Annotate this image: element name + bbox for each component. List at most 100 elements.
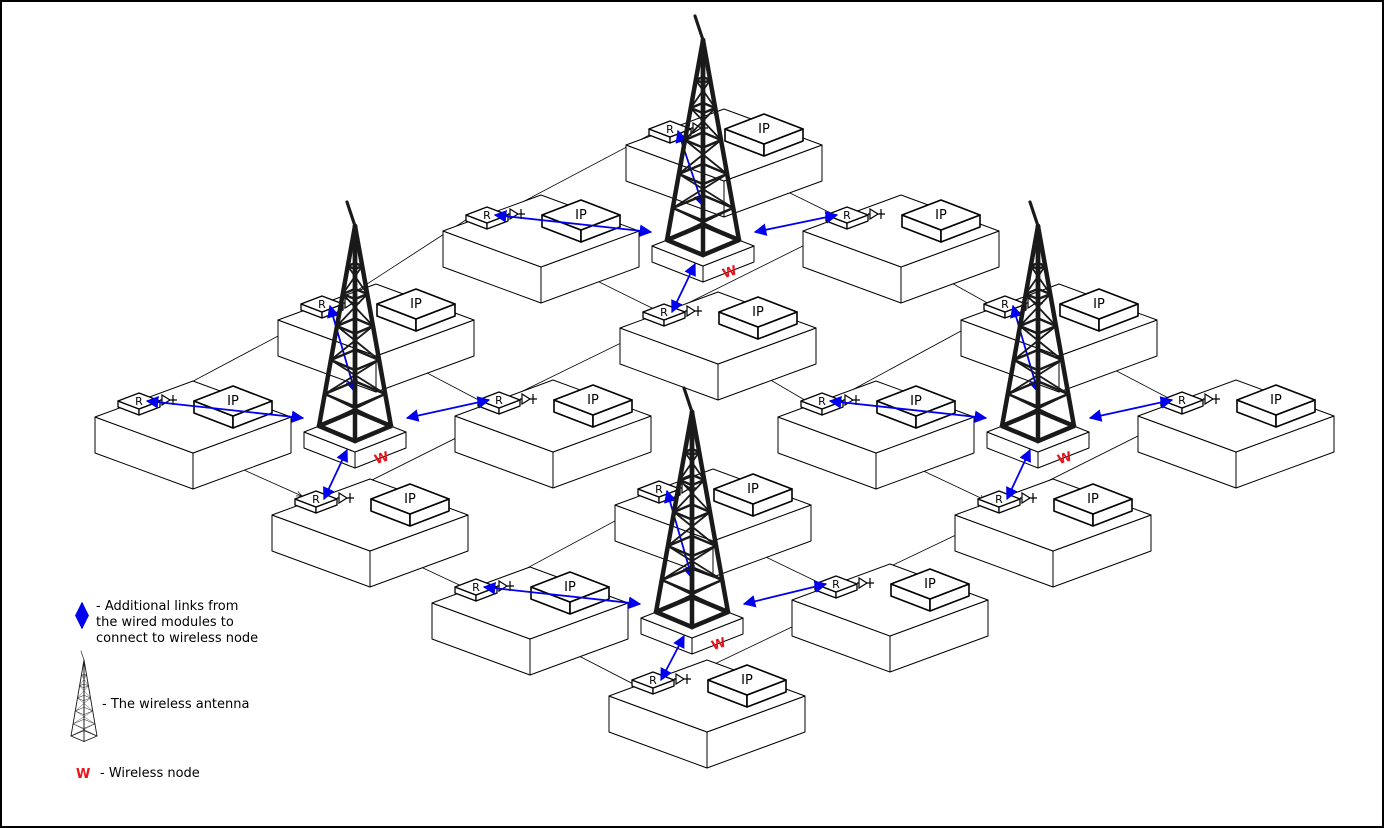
wired-module-5-ip-label: IP (752, 305, 764, 320)
legend-tower-mast (80, 650, 85, 661)
wired-module-2-router-label: R (843, 209, 851, 222)
wired-module-3-ip-label: IP (410, 297, 422, 312)
wired-module-4: IPR (960, 283, 1158, 393)
antenna-tower-1-mast (345, 200, 357, 228)
legend-link-line-1: - Additional links from (96, 599, 238, 614)
legend-link-line-3: connect to wireless node (96, 631, 258, 646)
wired-module-13-ip-box: IP (890, 568, 970, 612)
antenna-tower-0-mast (693, 14, 705, 42)
wireless-link-6 (405, 396, 491, 422)
wired-module-4-ip-box-top-face (1059, 288, 1139, 320)
wireless-link-10 (1088, 396, 1174, 422)
legend-node-symbol: W (76, 767, 90, 782)
antenna-tower-1-brace-b-0 (323, 393, 392, 427)
antenna-tower-2-brace-b-4 (1029, 265, 1052, 295)
legend-tower-brace-a-3 (77, 685, 89, 699)
wired-module-0-ip-label: IP (758, 122, 770, 137)
legend-antenna-icon (70, 650, 98, 742)
wired-module-8-router-label: R (135, 395, 143, 408)
antenna-tower-1-brace-b-3 (341, 293, 374, 327)
wireless-link-1 (493, 209, 653, 238)
antenna-tower-0-brace-b-3 (689, 107, 722, 141)
wired-module-2-connector (868, 207, 885, 221)
wired-module-13: IPR (791, 563, 989, 673)
wired-module-11-ip-box-top-face (370, 483, 450, 515)
wired-module-2: IP R (802, 194, 1000, 304)
wired-module-11-router-label: R (312, 493, 320, 506)
wired-module-9-ip-label: IP (910, 394, 922, 409)
wired-module-1-ip-label: IP (575, 208, 587, 223)
legend-tower-brace-a-1 (72, 710, 93, 725)
wireless-link-14 (742, 580, 828, 608)
antenna-tower-2-brace-b-0 (1006, 393, 1075, 427)
wired-module-15-router: R (631, 671, 675, 695)
wireless-node-2-label: W (1056, 449, 1074, 468)
legend-tower-brace-a-4 (79, 675, 87, 687)
wired-module-8-ip-label: IP (227, 394, 239, 409)
antenna-tower-2-mast (1028, 200, 1040, 228)
antenna-tower-2 (999, 200, 1077, 444)
wired-module-0-ip-box: IP (724, 113, 804, 157)
wired-module-15-ip-box: IP (707, 664, 787, 708)
wired-module-6-ip-label: IP (587, 393, 599, 408)
wireless-link-9 (828, 395, 988, 424)
antenna-tower-2-brace-b-1 (1012, 359, 1070, 395)
wired-module-2-ip-box: IP (901, 199, 981, 243)
wired-module-7-ip-box: IP (1236, 384, 1316, 428)
legend-node-text: - Wireless node (100, 766, 200, 781)
wired-module-6-ip-box-top-face (553, 384, 633, 416)
wireless-node-1-label: W (373, 449, 391, 468)
wireless-link-5 (145, 395, 305, 424)
wired-module-15-ip-box-top-face (707, 664, 787, 696)
antenna-tower-1-brace-a-4 (341, 265, 364, 295)
antenna-tower-3-brace-a-2 (666, 511, 711, 547)
antenna-tower-3-mast (682, 386, 694, 414)
wired-module-7-ip-label: IP (1270, 393, 1282, 408)
antenna-tower-0-brace-b-4 (694, 79, 717, 109)
antenna-tower-1-brace-b-1 (329, 359, 387, 395)
antenna-tower-2-brace-a-2 (1012, 325, 1057, 361)
wired-module-12: IPR (954, 478, 1152, 588)
wired-module-5: IPR (619, 291, 817, 401)
antenna-tower-0-brace-b-2 (684, 139, 729, 175)
legend-tower-brace-b-2 (77, 697, 93, 712)
wired-module-0-ip-box-top-face (724, 113, 804, 145)
wired-module-13-connector (857, 576, 874, 590)
wired-module-4-router-label: R (1001, 298, 1009, 311)
legend-tower (70, 650, 98, 742)
wired-module-12-ip-label: IP (1087, 492, 1099, 507)
legend-tower-brace-a-0 (70, 723, 96, 737)
wired-module-2-ip-box-top-face (901, 199, 981, 231)
antenna-tower-3-brace-b-3 (678, 479, 711, 513)
wired-module-13-ip-box-top-face (890, 568, 970, 600)
antenna-tower-0-brace-b-1 (677, 173, 735, 209)
wired-module-7: IPR (1137, 379, 1335, 489)
antenna-tower-1-brace-b-2 (336, 325, 381, 361)
legend-tower-brace-b-4 (81, 675, 89, 687)
antenna-tower-2-brace-a-1 (1006, 359, 1064, 395)
antenna-tower-3-brace-b-4 (683, 451, 706, 481)
legend-tower-brace-b-3 (79, 685, 91, 699)
legend-tower-brace-b-1 (75, 710, 96, 725)
antenna-tower-3 (653, 386, 731, 630)
antenna-tower-0-brace-a-2 (677, 139, 722, 175)
wired-module-11: IPR (271, 478, 469, 588)
antennas (316, 14, 1077, 630)
legend: - Additional links from the wired module… (70, 599, 258, 782)
wired-module-10-ip-label: IP (747, 482, 759, 497)
wired-module-6-ip-box: IP (553, 384, 633, 428)
antenna-tower-3-brace-a-0 (655, 579, 724, 613)
antenna-tower-0-brace-b-0 (671, 207, 740, 241)
wired-module-15-router-label: R (649, 674, 657, 687)
wired-module-1-router-label: R (483, 209, 491, 222)
antenna-tower-2-brace-a-0 (1001, 393, 1070, 427)
antenna-tower-1-brace-a-0 (318, 393, 387, 427)
wired-module-15: IP R (608, 659, 806, 769)
antenna-tower-0 (664, 14, 742, 258)
wireless-link-15 (660, 634, 685, 682)
antenna-tower-3-brace-b-2 (673, 511, 718, 547)
wired-module-6-router-label: R (495, 394, 503, 407)
wired-module-2-ip-label: IP (935, 208, 947, 223)
wired-module-12-ip-box-top-face (1053, 483, 1133, 515)
wired-module-15-ip-label: IP (741, 673, 753, 688)
